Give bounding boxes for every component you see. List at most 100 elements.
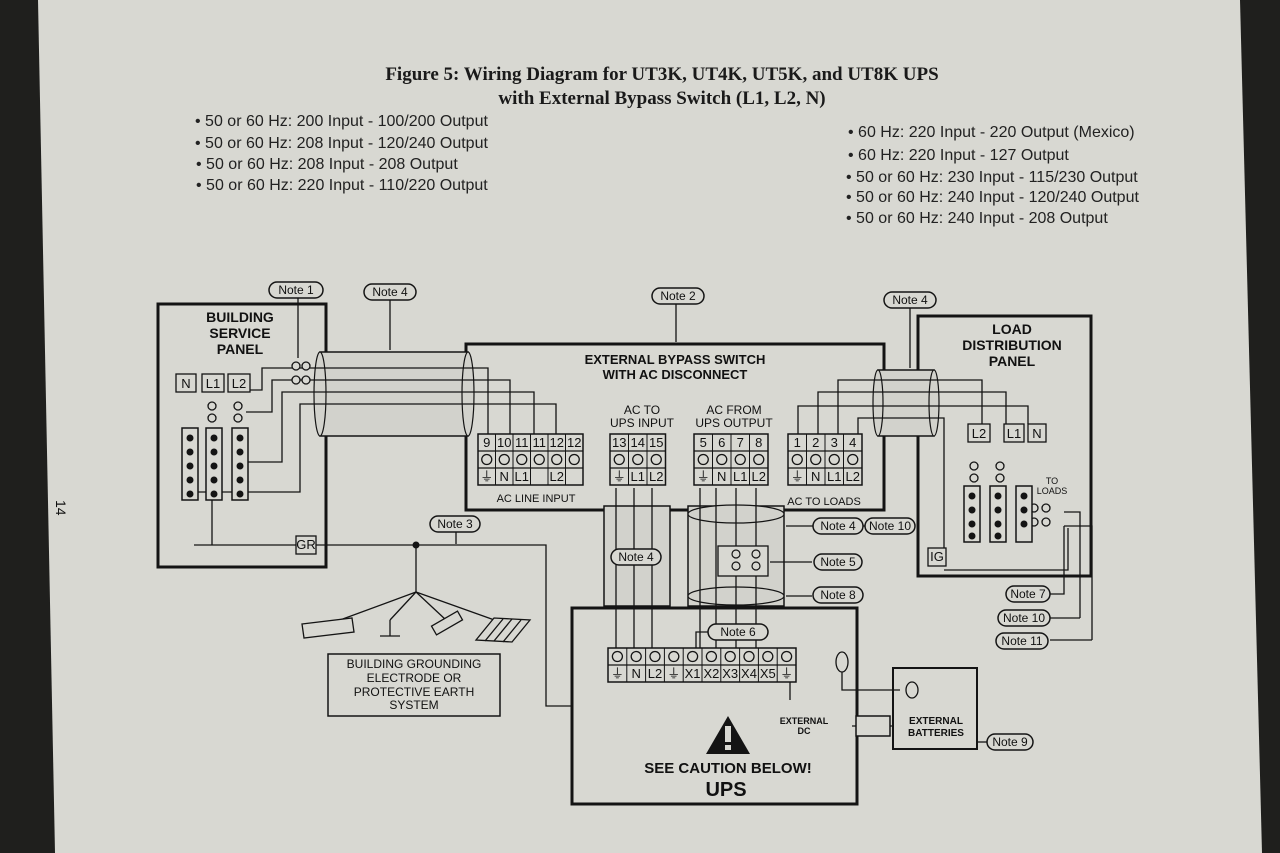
- bullet-left-3: • 50 or 60 Hz: 208 Input - 208 Output: [196, 156, 458, 173]
- note-label: Note 4: [372, 285, 408, 299]
- external-batteries-label: EXTERNAL: [909, 716, 963, 727]
- terminal-label: X3: [722, 666, 738, 681]
- note-badge: [651, 287, 705, 305]
- terminal-screw: [516, 453, 528, 466]
- grounding-label-line: ELECTRODE OR: [367, 671, 462, 685]
- conduit-end: [313, 351, 327, 437]
- ground-lug-icon: [905, 681, 919, 699]
- terminal-screw: [847, 453, 859, 466]
- terminal-screw: [743, 650, 755, 663]
- terminal-screw: [753, 453, 765, 466]
- conduit-end: [461, 351, 475, 437]
- to-loads-label: TO: [1046, 476, 1058, 486]
- terminal-screw: [611, 650, 624, 663]
- terminal-number: 11: [515, 435, 529, 450]
- terminal-label: ⏚: [613, 469, 626, 484]
- terminal-screw: [632, 453, 644, 466]
- bullet-right-5: • 50 or 60 Hz: 240 Input - 208 Output: [846, 210, 1108, 227]
- terminal-number: 4: [849, 435, 856, 450]
- terminal-number: 3: [831, 435, 838, 450]
- terminal-number: 10: [497, 435, 511, 450]
- terminal-number: 2: [812, 435, 819, 450]
- terminal-screw: [780, 650, 793, 663]
- load-terminal-l2-label: L2: [972, 426, 986, 441]
- terminal-label: ⏚: [611, 666, 624, 681]
- terminal-screw: [481, 453, 493, 466]
- note-badge: [429, 515, 481, 533]
- terminal-label: ⏚: [791, 469, 804, 484]
- external-batteries-label: BATTERIES: [908, 728, 964, 739]
- ups-label: UPS: [705, 779, 746, 801]
- note-badge: [995, 632, 1049, 650]
- bullet-right-2: • 60 Hz: 220 Input - 127 Output: [848, 147, 1069, 164]
- panel-label-line: SERVICE: [209, 325, 270, 341]
- bullet-left-2: • 50 or 60 Hz: 208 Input - 120/240 Outpu…: [195, 135, 488, 152]
- to-loads-label: LOADS: [1037, 486, 1068, 496]
- terminal-label: X4: [741, 666, 757, 681]
- terminal-l2-label: L2: [232, 376, 246, 391]
- note-label: Note 6: [720, 625, 756, 639]
- terminal-label: X2: [703, 666, 719, 681]
- terminal-label: L1: [827, 469, 841, 484]
- terminal-screw: [828, 453, 840, 466]
- terminal-label: N: [632, 666, 641, 681]
- load-panel-label-line: DISTRIBUTION: [962, 337, 1062, 353]
- bullet-left-1: • 50 or 60 Hz: 200 Input - 100/200 Outpu…: [195, 113, 488, 130]
- terminal-screw: [533, 453, 545, 466]
- terminal-screw: [498, 453, 510, 466]
- terminal-screw: [734, 453, 746, 466]
- terminal-n-label: N: [181, 376, 190, 391]
- bus-bar-l1-load: [989, 485, 1007, 543]
- terminal-label: ⏚: [667, 666, 680, 681]
- external-dc-label: DC: [798, 726, 811, 736]
- terminal-number: 7: [737, 435, 744, 450]
- note-label: Note 3: [437, 517, 473, 531]
- bullet-right-3: • 50 or 60 Hz: 230 Input - 115/230 Outpu…: [846, 169, 1138, 186]
- ac-line-input-label: AC LINE INPUT: [497, 493, 576, 505]
- ac-from-ups-output-label: UPS OUTPUT: [695, 416, 773, 430]
- figure-title-line2: with External Bypass Switch (L1, L2, N): [498, 88, 825, 109]
- terminal-l1-label: L1: [206, 376, 220, 391]
- note-label: Note 10: [1003, 611, 1045, 625]
- note-badge: [883, 291, 937, 309]
- terminal-label: ⏚: [697, 469, 710, 484]
- panel-label-line: PANEL: [217, 341, 264, 357]
- terminal-label: L1: [733, 469, 747, 484]
- terminal-screw: [551, 453, 563, 466]
- ac-from-ups-output-label: AC FROM: [706, 403, 761, 417]
- bullet-right-4: • 50 or 60 Hz: 240 Input - 120/240 Outpu…: [846, 189, 1139, 206]
- terminal-screw: [630, 650, 642, 663]
- grounding-electrodes-icon: [301, 610, 532, 643]
- terminal-label: L2: [752, 469, 766, 484]
- terminal-number: 13: [612, 435, 626, 450]
- terminal-label: N: [811, 469, 820, 484]
- load-panel-label-line: PANEL: [989, 353, 1036, 369]
- panel-label-line: BUILDING: [206, 309, 274, 325]
- terminal-label: X1: [685, 666, 701, 681]
- terminal-number: 1: [794, 435, 801, 450]
- note-label: Note 4: [820, 519, 856, 533]
- terminal-screw: [716, 453, 728, 466]
- ground-lug-icon: [835, 651, 849, 673]
- grounding-label-line: PROTECTIVE EARTH: [354, 685, 474, 699]
- terminal-screw: [613, 453, 625, 466]
- terminal-label: L2: [550, 469, 564, 484]
- note-label: Note 8: [820, 588, 856, 602]
- bullet-left-4: • 50 or 60 Hz: 220 Input - 110/220 Outpu…: [196, 177, 488, 194]
- terminal-label: N: [500, 469, 509, 484]
- terminal-screw: [762, 650, 774, 663]
- terminal-label: L1: [631, 469, 645, 484]
- note-label: Note 1: [278, 283, 314, 297]
- paper-sheet: [38, 0, 1262, 853]
- grounding-label-line: SYSTEM: [389, 698, 438, 712]
- ig-label: IG: [930, 549, 944, 564]
- terminal-screw: [668, 650, 680, 663]
- note-badge: [864, 517, 916, 535]
- note-badge: [812, 517, 864, 535]
- terminal-label: ⏚: [480, 469, 493, 484]
- terminal-number: 11: [533, 435, 547, 450]
- external-batteries-box: [892, 667, 978, 750]
